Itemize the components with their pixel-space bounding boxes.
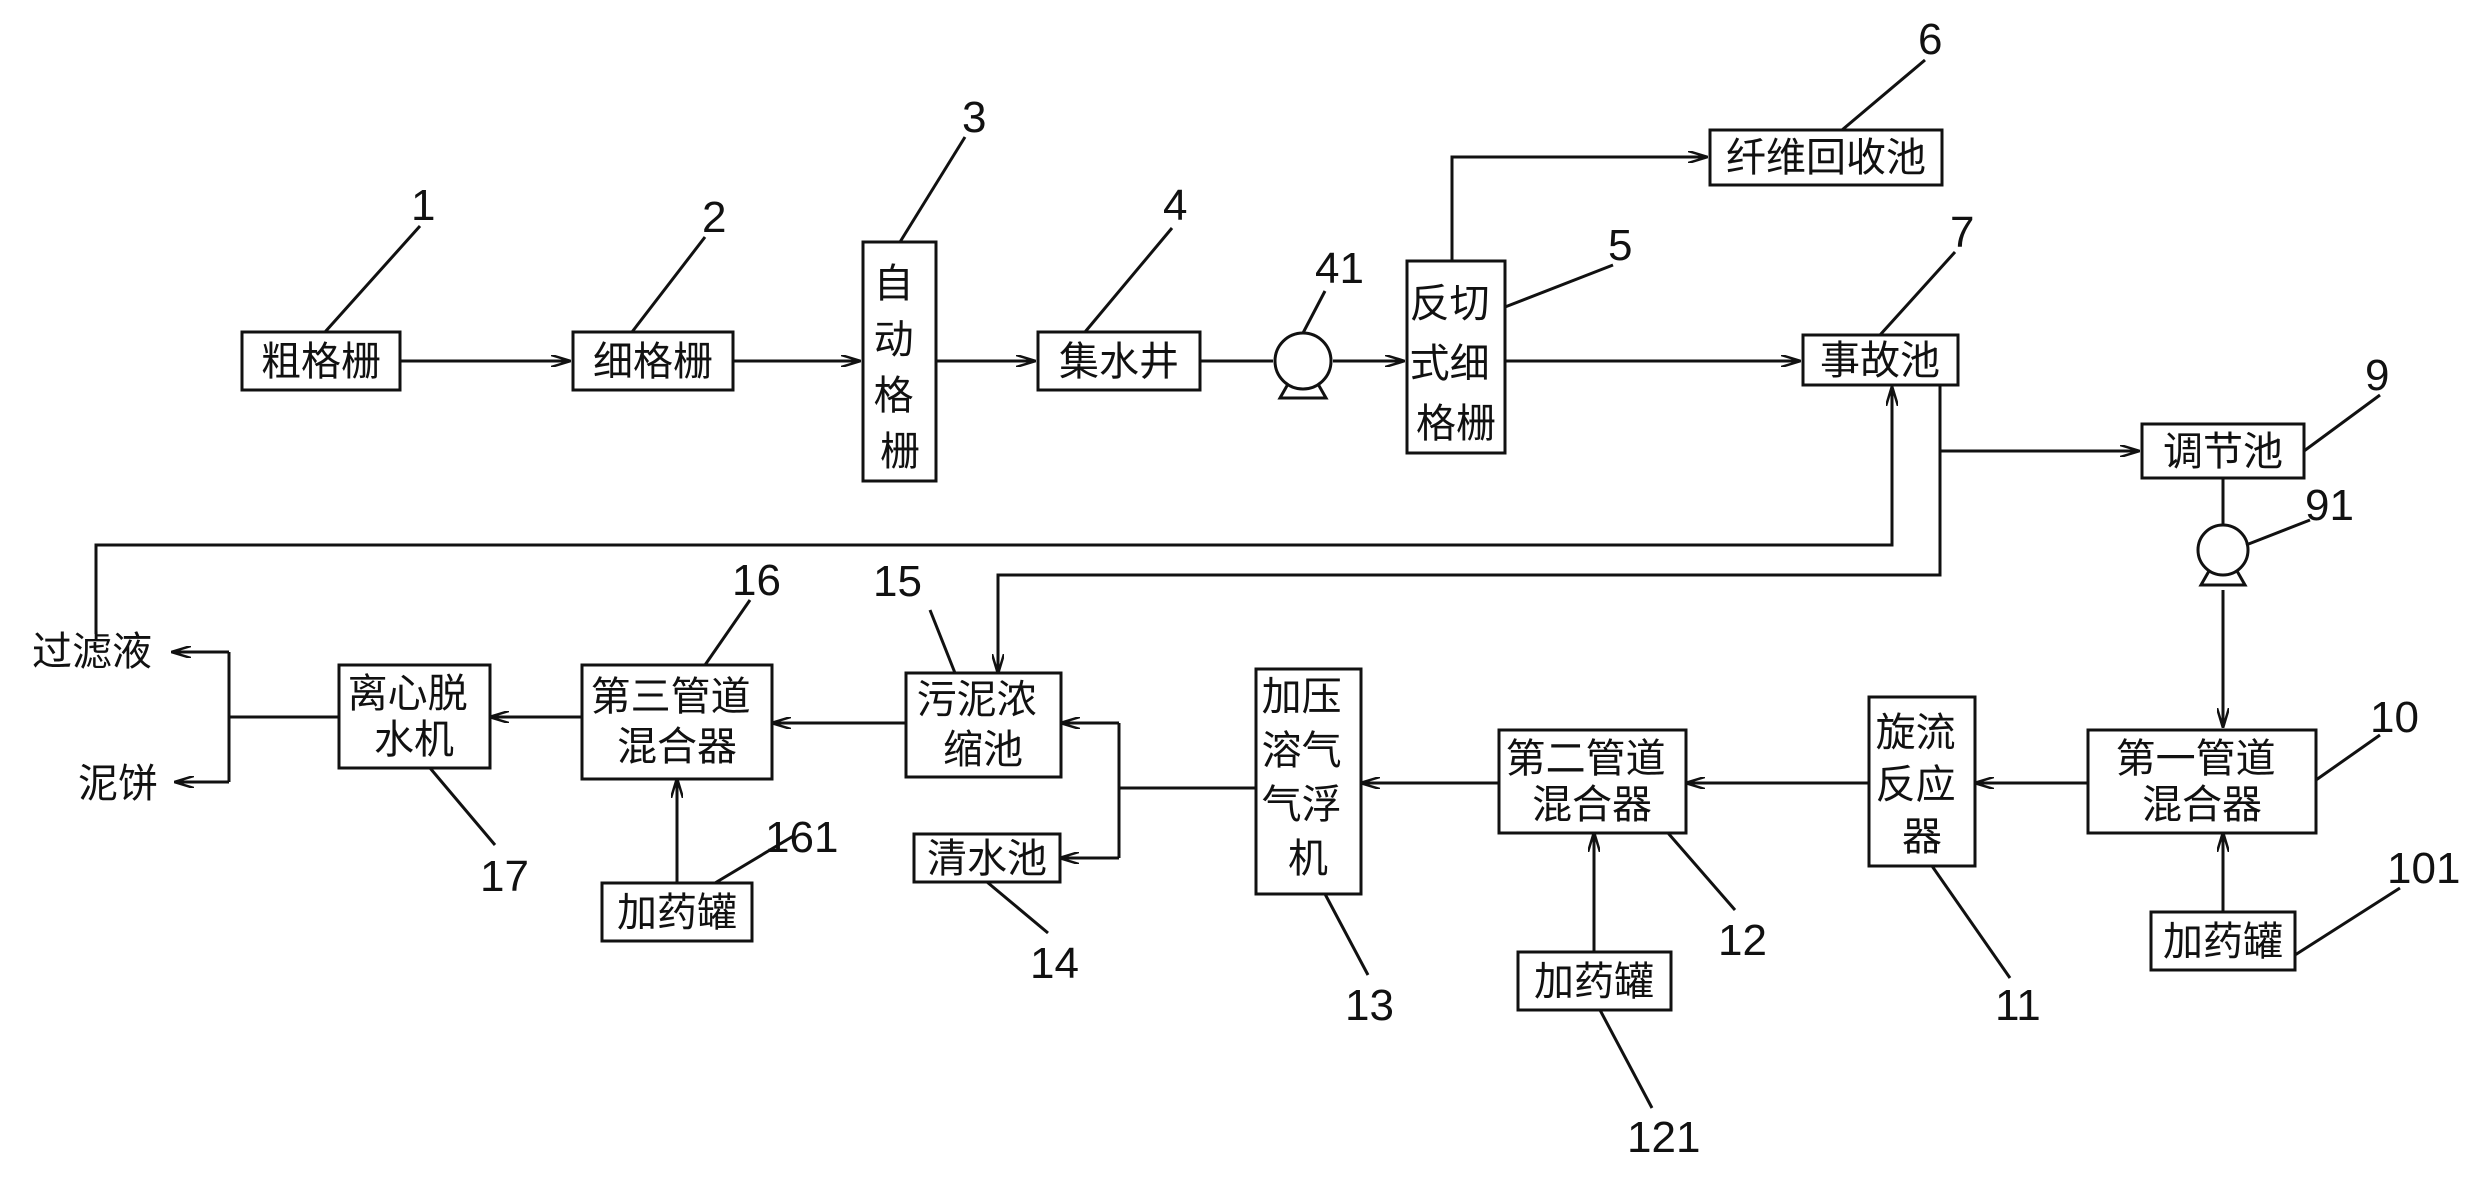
ref-12: 12	[1718, 916, 1767, 965]
leader-2	[630, 236, 707, 333]
centrifugal-dewatering-box: 离心脱 水机	[337, 663, 492, 770]
reference-numbers: 1 2 3 4 41 5 6 7 9 91 10 101 11 12 121 1…	[411, 15, 2460, 1162]
leader-16	[703, 599, 752, 666]
box-label: 清水池	[927, 836, 1047, 882]
sludge-cake-label: 泥饼	[78, 761, 158, 807]
clear-water-tank-box: 清水池	[912, 832, 1062, 884]
reference-leaders	[323, 58, 2401, 1109]
ref-10: 10	[2370, 693, 2419, 742]
leader-14	[986, 880, 1049, 935]
box-label: 加药罐	[2163, 919, 2283, 965]
box-label: 加药罐	[617, 890, 737, 936]
edge-5-6	[1450, 157, 1707, 261]
edge-7-15	[998, 385, 1942, 673]
leader-4	[1083, 227, 1174, 333]
leader-3	[898, 136, 967, 243]
ref-3: 3	[962, 93, 986, 142]
leader-121	[1598, 1009, 1654, 1109]
edge-filtrate-return-7	[94, 387, 1892, 634]
pump-base-icon	[2198, 570, 2248, 587]
leader-1	[323, 224, 422, 334]
leader-41	[1301, 290, 1327, 334]
edge-7-9	[1938, 385, 2139, 451]
box-label: 旋流 反应 器	[1876, 710, 1969, 860]
second-pipeline-mixer-box: 第二管道 混合器	[1497, 728, 1688, 835]
ref-15: 15	[873, 557, 922, 606]
pump-41	[1273, 331, 1333, 400]
leader-101	[2294, 886, 2401, 957]
box-label: 反切 式细 格栅	[1410, 281, 1503, 447]
leader-9	[2303, 393, 2381, 453]
ref-16: 16	[732, 556, 781, 605]
ref-6: 6	[1918, 15, 1942, 64]
auto-screen-box: 自 动 格 栅	[861, 240, 938, 483]
ref-1: 1	[411, 181, 435, 230]
box-label: 第二管道 混合器	[1506, 736, 1679, 828]
leader-91	[2245, 518, 2311, 547]
leader-15	[928, 609, 957, 674]
fine-screen-box: 细格栅	[571, 330, 735, 392]
ref-41: 41	[1315, 244, 1364, 293]
pump-base-icon	[1277, 383, 1329, 400]
ref-91: 91	[2305, 481, 2354, 530]
box-label: 第一管道 混合器	[2116, 736, 2289, 828]
leader-13	[1323, 893, 1370, 976]
flow-lines	[94, 157, 2223, 952]
leader-12	[1666, 832, 1737, 911]
pump-icon	[2196, 523, 2250, 577]
sludge-thickener-box: 污泥浓 缩池	[904, 671, 1063, 779]
dosing-tank-121-box: 加药罐	[1516, 950, 1673, 1012]
reverse-cut-fine-screen-box: 反切 式细 格栅	[1405, 259, 1507, 455]
ref-17: 17	[480, 852, 529, 901]
emergency-tank-box: 事故池	[1801, 333, 1960, 387]
box-label: 调节池	[2163, 429, 2283, 475]
box-label: 污泥浓 缩池	[917, 677, 1050, 773]
ref-161: 161	[765, 813, 838, 862]
box-label: 第三管道 混合器	[591, 674, 764, 770]
box-label: 事故池	[1820, 338, 1940, 384]
process-units: 粗格栅 细格栅 自 动 格 栅 集水井 反切 式细 格栅	[240, 128, 2318, 1012]
leader-5	[1504, 263, 1614, 309]
leader-11	[1930, 865, 2012, 979]
box-label: 粗格栅	[261, 339, 381, 385]
cyclone-reactor-box: 旋流 反应 器	[1867, 695, 1977, 868]
leader-10	[2315, 733, 2381, 782]
third-pipeline-mixer-box: 第三管道 混合器	[580, 663, 774, 781]
collection-well-box: 集水井	[1036, 330, 1202, 392]
leader-7	[1878, 250, 1957, 337]
filtrate-label: 过滤液	[32, 629, 152, 675]
ref-11: 11	[1995, 981, 2041, 1030]
ref-5: 5	[1608, 221, 1632, 270]
ref-7: 7	[1950, 208, 1974, 257]
coarse-screen-box: 粗格栅	[240, 330, 402, 392]
equalization-tank-box: 调节池	[2140, 422, 2306, 480]
ref-9: 9	[2365, 351, 2389, 400]
box-label: 细格栅	[593, 339, 713, 385]
box-label: 加压 溶气 气浮 机	[1262, 674, 1355, 882]
first-pipeline-mixer-box: 第一管道 混合器	[2086, 728, 2318, 835]
box-label: 自 动 格 栅	[874, 261, 927, 475]
box-label: 集水井	[1059, 339, 1179, 385]
dosing-tank-101-box: 加药罐	[2149, 910, 2297, 972]
box-label: 纤维回收池	[1726, 135, 1926, 181]
box-label: 离心脱 水机	[348, 671, 481, 763]
ref-101: 101	[2387, 844, 2460, 893]
ref-14: 14	[1030, 939, 1079, 988]
ref-2: 2	[702, 193, 726, 242]
ref-121: 121	[1627, 1113, 1700, 1162]
leader-17	[428, 767, 497, 846]
fiber-recovery-tank-box: 纤维回收池	[1708, 128, 1944, 187]
dosing-tank-161-box: 加药罐	[600, 881, 754, 943]
ref-13: 13	[1345, 981, 1394, 1030]
ref-4: 4	[1163, 181, 1187, 230]
leader-6	[1841, 58, 1926, 132]
leader-161	[714, 833, 796, 885]
pump-91	[2196, 523, 2250, 587]
daf-machine-box: 加压 溶气 气浮 机	[1254, 667, 1363, 896]
pump-icon	[1273, 331, 1333, 391]
box-label: 加药罐	[1534, 959, 1654, 1005]
